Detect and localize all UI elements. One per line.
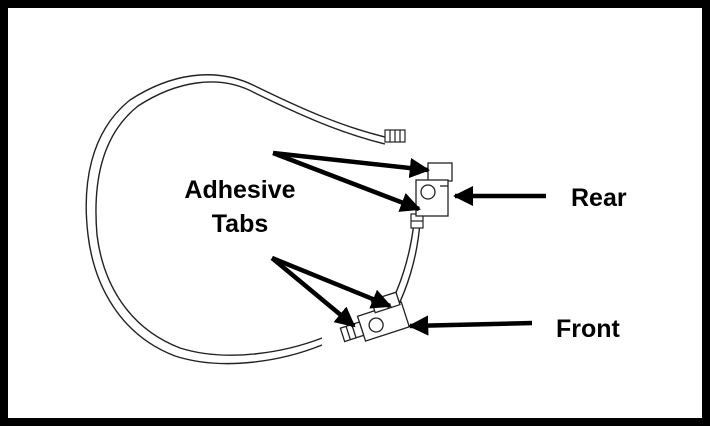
arrow-adhesive-rear-top — [272, 150, 431, 179]
rear-label: Rear — [571, 184, 627, 212]
tabs-label: Tabs — [211, 210, 269, 238]
callout-arrows — [270, 150, 546, 336]
pin-connector — [384, 129, 406, 143]
adhesive-label: Adhesive — [184, 176, 296, 204]
arrow-adhesive-front-left — [270, 256, 356, 328]
arrow-adhesive-rear-bottom — [272, 150, 421, 212]
arrow-front — [407, 315, 533, 336]
front-label: Front — [556, 315, 620, 343]
arrow-adhesive-front-right — [271, 255, 392, 309]
cable-strain-relief — [410, 213, 424, 229]
cable-loop — [85, 74, 386, 365]
